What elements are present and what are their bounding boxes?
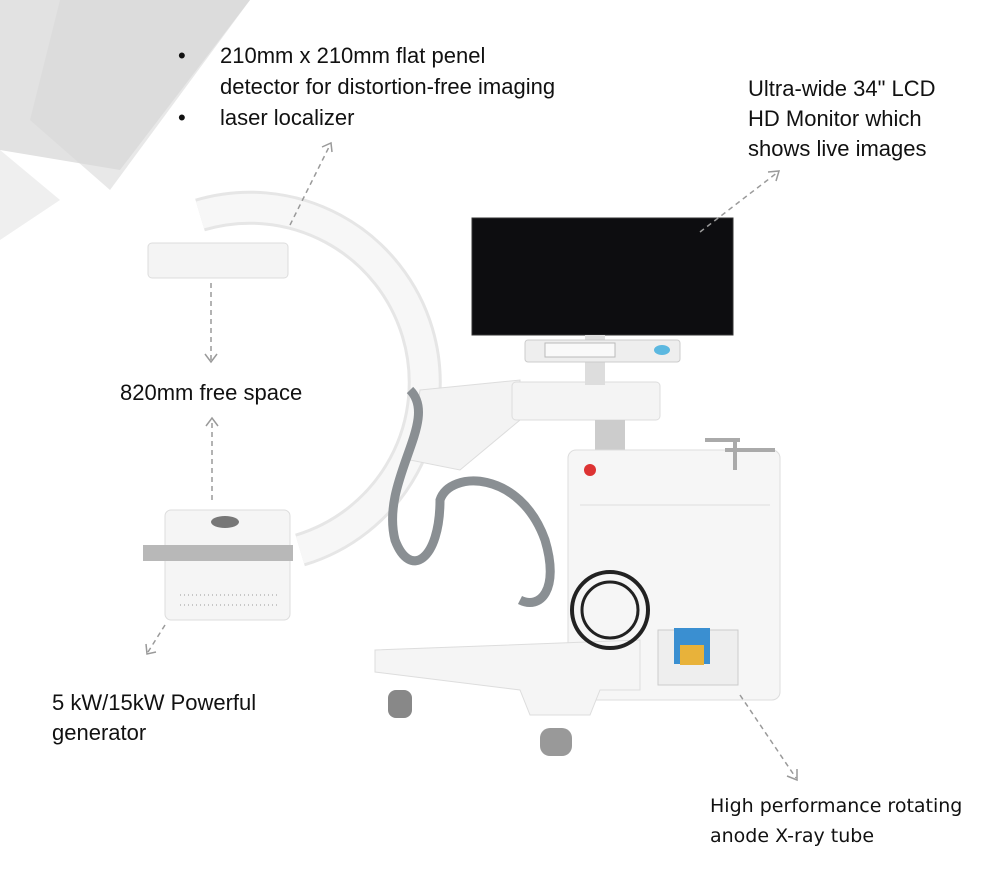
background-diamonds [0,0,250,240]
monitor-caption-line: Ultra-wide 34" LCD [748,76,936,101]
generator-box [164,509,291,621]
detector-bullet-line-1: 210mm x 210mm flat penel [220,43,486,68]
flat-panel-detector [147,242,289,279]
detector-bullet-line-2: detector for distortion-free imaging [220,74,556,99]
free-space-caption: 820mm free space [120,380,303,405]
laser-localizer-bullet: laser localizer [220,105,355,130]
dashed-arrows [147,144,797,779]
monitor-caption: Ultra-wide 34" LCD HD Monitor which show… [748,74,936,164]
arrow-heads [145,141,798,782]
generator-caption: 5 kW/15kW Powerful generator [52,688,256,748]
generator-caption-line: generator [52,720,147,745]
c-arm [143,190,521,621]
cable [388,386,555,607]
tube-caption-line: anode X-ray tube [710,825,875,847]
monitor-caption-line: HD Monitor which [748,106,922,131]
detector-feature-list: •210mm x 210mm flat penel detector for d… [178,40,555,133]
cart [374,381,781,756]
generator-caption-line: 5 kW/15kW Powerful [52,690,257,715]
tube-caption: High performance rotating anode X-ray tu… [710,791,962,851]
monitor [471,217,734,385]
tube-caption-line: High performance rotating [710,795,963,817]
monitor-caption-line: shows live images [748,136,927,161]
